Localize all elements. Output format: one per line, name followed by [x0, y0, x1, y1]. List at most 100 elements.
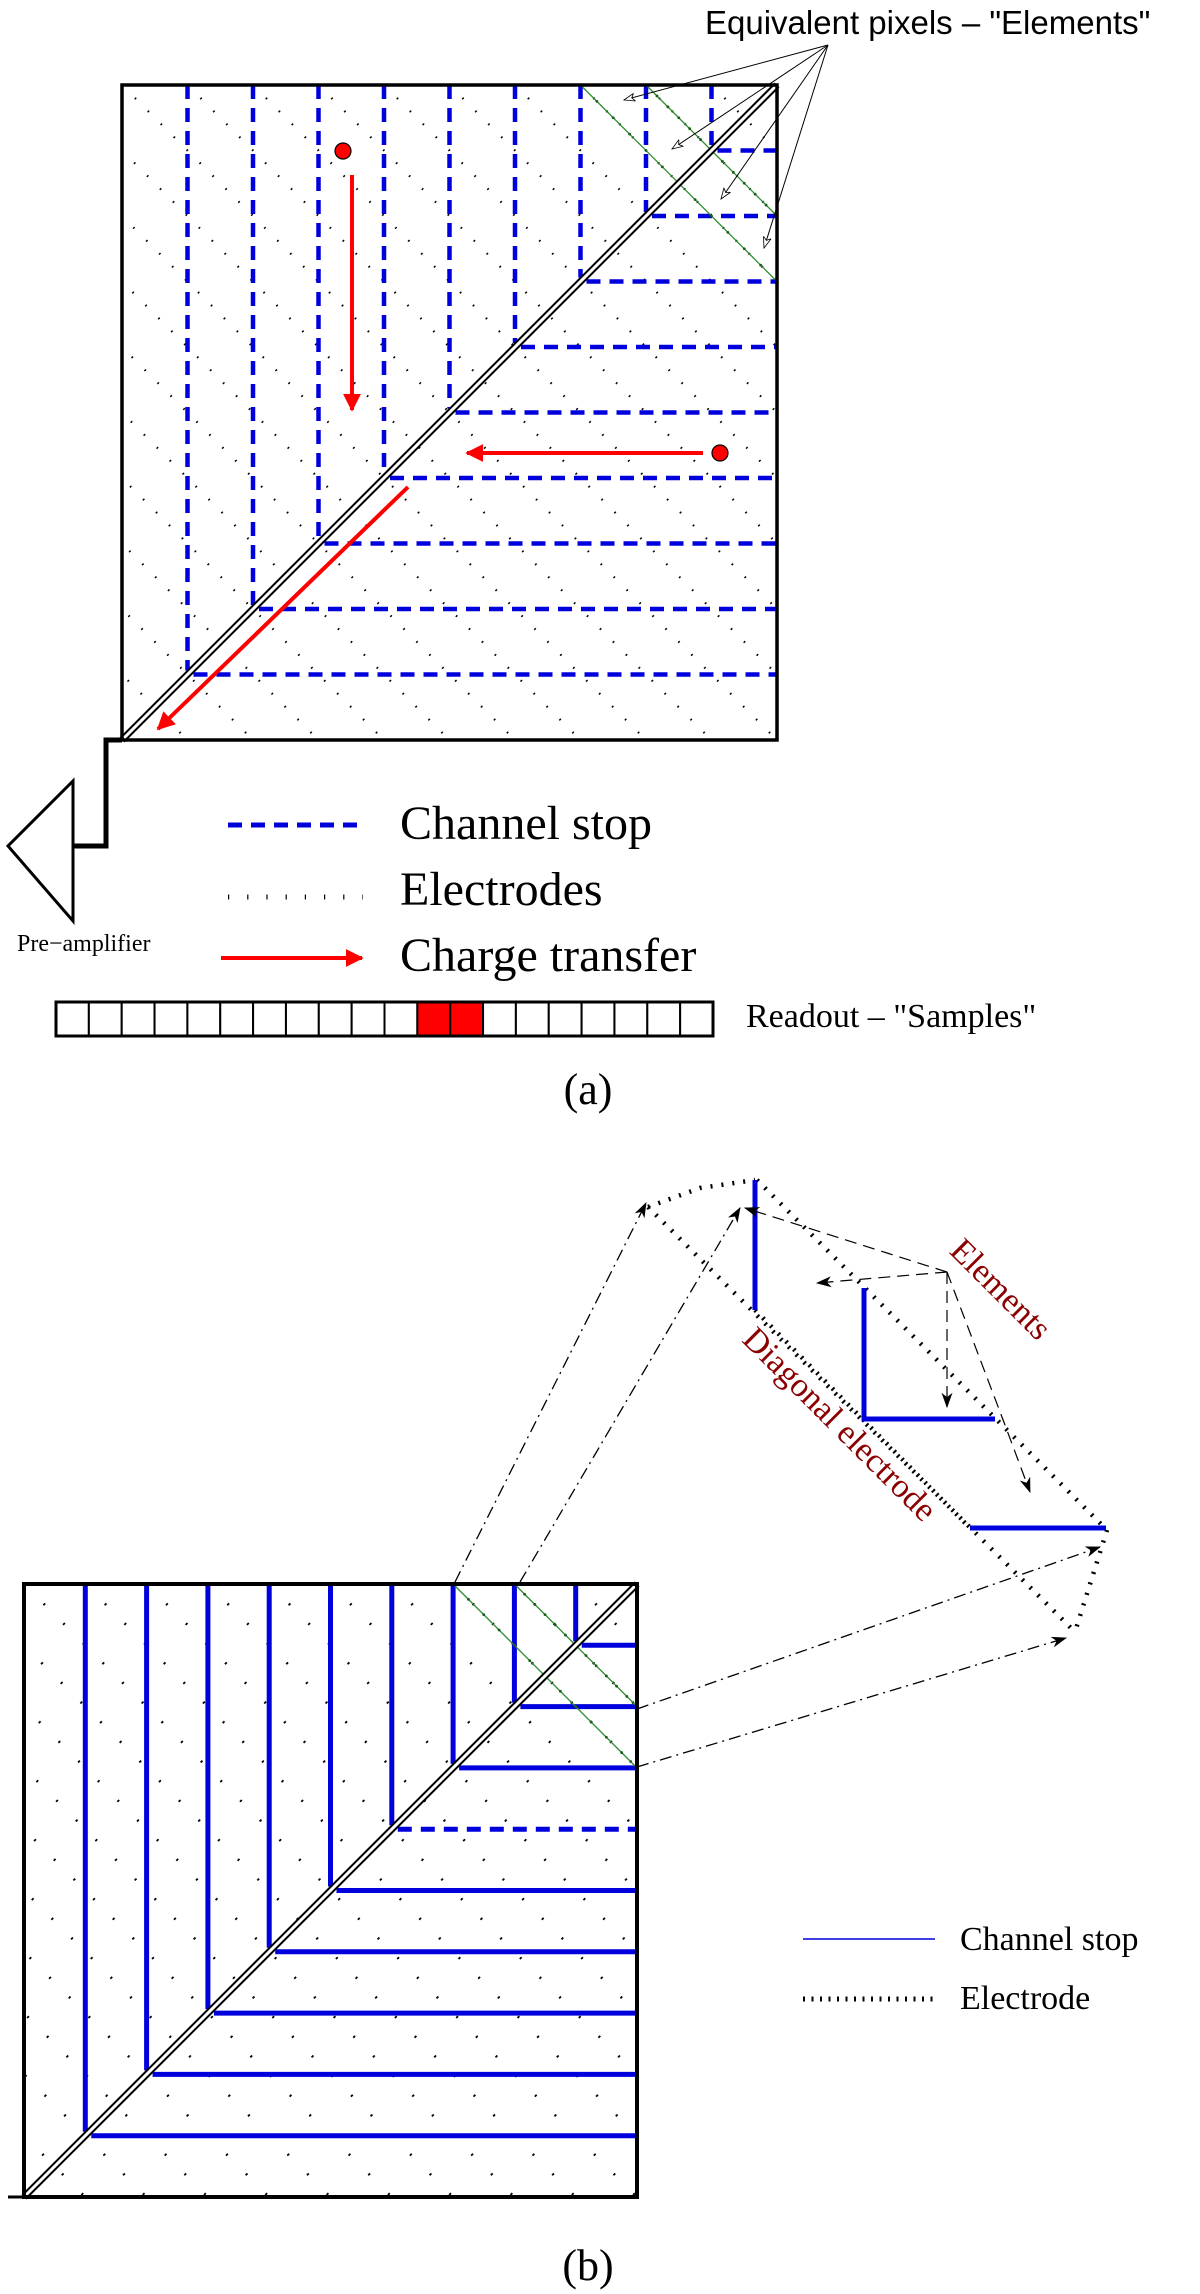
element-boundary-dot	[594, 1664, 598, 1668]
charge-transfer-arrow-diagonal	[156, 485, 410, 731]
readout-sample	[580, 1001, 616, 1037]
element-boundary-dot	[595, 99, 599, 103]
amplifier-triangle-icon	[5, 777, 75, 926]
element-boundary-dot	[628, 132, 632, 136]
element-boundary-dot	[759, 263, 763, 267]
zoomed-diagonal-electrode	[646, 1177, 1110, 1634]
element-boundary-dot	[693, 198, 697, 202]
element-boundary-dot	[604, 1735, 608, 1739]
element-boundary-dot	[710, 214, 713, 218]
element-boundary-dot	[699, 138, 702, 141]
annotation-arrows	[624, 44, 829, 248]
element-boundary-dot	[731, 170, 735, 174]
readout-sample	[350, 1001, 386, 1037]
panel-b-caption: (b)	[562, 2241, 613, 2290]
legend-channel-stop-label: Channel stop	[400, 797, 652, 850]
electrode-line	[636, 1584, 637, 1586]
electrode-line	[24, 2011, 209, 2197]
element-boundary-dot	[677, 116, 681, 120]
diagonal-electrode	[119, 82, 780, 743]
element-boundary-dot	[574, 1705, 578, 1708]
readout-label: Readout – "Samples"	[746, 998, 1036, 1035]
electrode-line	[24, 2072, 148, 2197]
projection-lines	[454, 1202, 1102, 1768]
element-boundary-dot	[558, 1689, 562, 1693]
readout-sample	[186, 1001, 222, 1037]
zoomed-channel-stops	[752, 1180, 1106, 1531]
element-boundary-dot	[666, 105, 670, 109]
channel-stops	[82, 1584, 637, 2139]
readout-sample-filled	[416, 1001, 452, 1037]
readout-sample	[284, 1001, 320, 1037]
readout-outline	[54, 1000, 715, 1038]
legend-electrode-label: Electrode	[960, 1980, 1090, 2017]
element-boundary-dot	[655, 94, 659, 98]
element-boundary-dot	[523, 1592, 527, 1596]
element-boundary-dot	[625, 1694, 629, 1698]
electrode-line	[24, 2195, 25, 2197]
readout-sample-filled	[449, 1001, 485, 1037]
electrode-line	[122, 476, 385, 740]
ccd-array-outline	[120, 83, 779, 742]
element-boundary-dot	[513, 1643, 516, 1647]
element-boundary-dot	[726, 230, 730, 234]
element-boundary-dot	[482, 1613, 486, 1617]
element-boundary-dot	[611, 116, 615, 120]
element-boundary-dot	[764, 203, 768, 207]
legend-electrodes-label: Electrodes	[400, 863, 603, 916]
legend-charge-transfer-label: Charge transfer	[400, 929, 696, 982]
readout-sample	[120, 1001, 156, 1037]
electrode-line	[122, 279, 582, 740]
pre-amplifier-label: Pre−amplifier	[17, 931, 151, 957]
element-boundary-dot	[553, 1623, 557, 1627]
ccd-array-outline	[22, 1582, 639, 2199]
readout-sample	[87, 1001, 123, 1037]
element-boundary-dot	[742, 247, 746, 251]
element-boundary-dot	[644, 149, 648, 152]
legend-b: Channel stop Electrode	[803, 1921, 1138, 2017]
element-boundary-dot	[620, 1751, 624, 1754]
electrode-line	[24, 1888, 332, 2197]
electrode-line	[645, 85, 777, 218]
charge-transfer-arrows	[156, 142, 729, 731]
element-boundary-dot	[660, 165, 664, 169]
element-boundary-dot	[497, 1628, 501, 1632]
element-boundary-dot	[543, 1613, 547, 1617]
readout-register	[54, 1000, 715, 1038]
readout-sample	[482, 1001, 517, 1037]
electrode-line	[24, 1949, 271, 2197]
electrode-line	[122, 541, 320, 740]
readout-sample	[153, 1001, 189, 1037]
readout-sample	[252, 1001, 287, 1037]
electrode-line	[776, 85, 777, 87]
elements-annotation: Equivalent pixels – "Elements"	[705, 4, 1150, 41]
readout-sample	[219, 1001, 255, 1037]
electrode-line	[122, 738, 123, 740]
elements-zoom-label: Elements	[943, 1232, 1059, 1348]
element-boundary-dot	[721, 160, 724, 163]
element-boundary-dot	[564, 1633, 567, 1637]
element-boundary-dot	[584, 1654, 588, 1657]
pre-amplifier	[5, 737, 122, 926]
element-boundary-dot	[753, 192, 757, 196]
electrode-line	[122, 607, 254, 740]
element-pointer-arrows	[743, 1207, 1031, 1494]
readout-sample	[317, 1001, 353, 1037]
channel-stops	[185, 85, 777, 677]
panel-a: Equivalent pixels – "Elements" Pre−ampli…	[5, 4, 1150, 1114]
charge-packet	[334, 142, 352, 160]
electrode-line	[122, 345, 516, 740]
diagonal-electrode	[21, 1581, 640, 2200]
electrode-line	[24, 2133, 87, 2197]
readout-sample	[613, 1001, 649, 1037]
element-boundary-dot	[742, 181, 746, 185]
element-boundary-dot	[589, 1720, 593, 1724]
element-boundary-dot	[533, 1603, 537, 1606]
element-boundary-dot	[688, 127, 692, 131]
electrode-line	[122, 672, 189, 740]
element-boundary-dot	[615, 1684, 618, 1688]
readout-sample	[383, 1001, 419, 1037]
readout-sample	[646, 1001, 682, 1037]
element-boundary-dot	[467, 1597, 470, 1601]
